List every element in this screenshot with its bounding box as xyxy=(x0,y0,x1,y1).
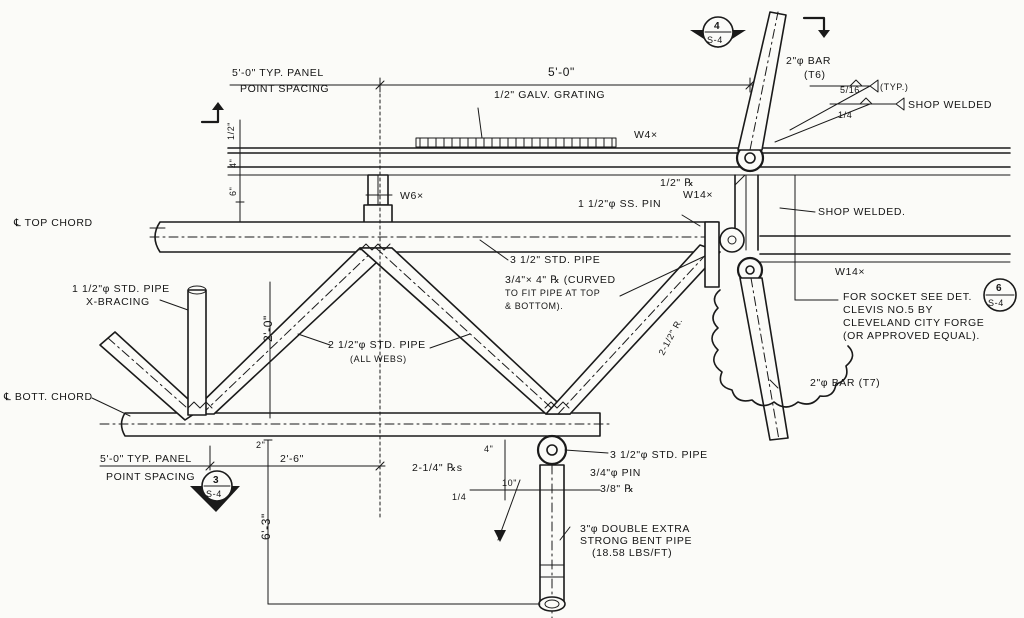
label-plate-38: 3/8" ℞ xyxy=(600,483,634,495)
revision-cloud xyxy=(711,289,854,408)
bent-pipe xyxy=(538,464,566,618)
label-plate-curved-3: & BOTTOM). xyxy=(505,301,563,311)
section-arrow xyxy=(494,530,506,542)
label-web-pipe-2: (ALL WEBS) xyxy=(350,354,407,364)
label-socket-4: (OR APPROVED EQUAL). xyxy=(843,330,980,342)
left-dim-6-3 xyxy=(263,439,541,605)
label-xbr-1: 1 1/2"φ STD. PIPE xyxy=(72,283,170,295)
label-bar-t6-2: (T6) xyxy=(804,69,826,81)
label-socket-1: FOR SOCKET SEE DET. xyxy=(843,291,972,303)
label-plates-214: 2-1/4" ℞s xyxy=(412,462,463,474)
label-plate-curved-2: TO FIT PIPE AT TOP xyxy=(505,288,600,298)
grating-leader xyxy=(477,107,483,139)
label-dim-10: 10" xyxy=(502,478,517,488)
label-dim-2-6: 2'-6" xyxy=(280,453,304,465)
label-dim-4-lower: 4" xyxy=(484,444,493,454)
label-w4: W4× xyxy=(634,129,658,141)
top-chord-pipe xyxy=(149,221,736,253)
label-dim-2-half-r: 2-1/2" R. xyxy=(657,316,685,357)
label-half-plate: 1/2" ℞ xyxy=(660,177,694,189)
label-weld-516: 5/16 xyxy=(840,85,860,95)
label-bent-pipe-3: (18.58 LBS/FT) xyxy=(592,547,672,559)
label-top-chord: ℄ TOP CHORD xyxy=(13,217,93,229)
detail-callout-4: 4 S-4 xyxy=(690,16,746,48)
label-web-pipe-1: 2 1/2"φ STD. PIPE xyxy=(328,339,426,351)
bar-t7 xyxy=(739,277,789,441)
bar-t6 xyxy=(737,11,787,151)
detail-callout-6: 6 S-4 xyxy=(983,278,1017,312)
bottom-hanger-plate xyxy=(536,434,568,466)
label-panel-bot-2: POINT SPACING xyxy=(106,471,195,483)
section-cut-left xyxy=(200,102,224,124)
callout-3-number: 3 xyxy=(213,475,219,486)
callout-6-sheet: S-4 xyxy=(988,298,1004,308)
weld-symbol-typ xyxy=(809,79,879,93)
label-grating: 1/2" GALV. GRATING xyxy=(494,89,605,101)
bottom-chord-pipe xyxy=(99,412,611,437)
top-weld-joint xyxy=(359,243,391,251)
label-panel-top: 5'-0" TYP. PANEL xyxy=(232,67,324,79)
label-dim-4: 4" xyxy=(228,159,238,168)
label-socket-2: CLEVIS NO.5 BY xyxy=(843,304,933,316)
callout-4-number: 4 xyxy=(714,21,720,32)
label-weld-14: 1/4 xyxy=(838,110,852,120)
label-bent-pipe-2: STRONG BENT PIPE xyxy=(580,535,692,547)
clevis-pin-middle xyxy=(719,227,745,253)
label-pin-34: 3/4"φ PIN xyxy=(590,467,641,479)
label-w14-bottom: W14× xyxy=(835,266,865,278)
label-bent-pipe-1: 3"φ DOUBLE EXTRA xyxy=(580,523,690,535)
label-plate-curved-1: 3/4"× 4" ℞ (CURVED xyxy=(505,274,616,286)
label-dim-14: 1/4 xyxy=(452,492,466,502)
right-weld-joint xyxy=(544,401,570,409)
top-dimension-line xyxy=(229,77,755,93)
label-shop-welded-2: SHOP WELDED xyxy=(908,99,992,111)
web-member-left xyxy=(189,247,393,415)
label-ss-pin: 1 1/2"φ SS. PIN xyxy=(578,198,661,210)
label-dim-half: 1/2" xyxy=(226,122,236,140)
label-dim-2-0: 2'-0" xyxy=(261,315,275,342)
label-bott-chord: ℄ BOTT. CHORD xyxy=(3,391,93,403)
x-bracing-vertical xyxy=(187,285,207,416)
left-vertical-dims xyxy=(235,119,245,233)
label-xbr-2: X-BRACING xyxy=(86,296,150,308)
label-dim-5-0: 5'-0" xyxy=(548,65,575,79)
x-bracing-diagonal xyxy=(99,331,201,421)
left-weld-joint xyxy=(187,401,213,409)
label-w14-top: W14× xyxy=(683,189,713,201)
section-cut-right xyxy=(802,16,830,38)
label-w6: W6× xyxy=(400,190,424,202)
label-dim-2: 2" xyxy=(256,440,265,450)
label-std-pipe-bot: 3 1/2"φ STD. PIPE xyxy=(610,449,708,461)
label-socket-3: CLEVELAND CITY FORGE xyxy=(843,317,984,329)
weld-symbol-shop xyxy=(829,97,905,111)
web-member-right xyxy=(359,247,571,415)
label-panel-bot: 5'-0" TYP. PANEL xyxy=(100,453,192,465)
web-member-right-upper xyxy=(545,244,721,415)
grating-hatch xyxy=(415,137,617,148)
label-shop-welded-1: SHOP WELDED. xyxy=(818,206,906,218)
label-dim-6: 6" xyxy=(228,187,238,196)
callout-4-sheet: S-4 xyxy=(707,35,723,45)
leader-lines xyxy=(91,85,871,541)
callout-3-sheet: S-4 xyxy=(206,489,222,499)
detail-callout-3: 3 S-4 xyxy=(190,470,240,512)
label-std-pipe-top: 3 1/2" STD. PIPE xyxy=(510,254,600,266)
label-dim-6-3: 6'-3" xyxy=(259,513,273,540)
label-bar-t7: 2"φ BAR (T7) xyxy=(810,377,880,389)
end-plate xyxy=(704,221,720,288)
w14-beam-right xyxy=(759,235,1011,263)
label-bar-t6-1: 2"φ BAR xyxy=(786,55,831,67)
callout-6-number: 6 xyxy=(996,283,1002,294)
w6-hanger xyxy=(363,174,393,228)
bottom-dim xyxy=(99,445,386,471)
label-panel-top-2: POINT SPACING xyxy=(240,83,329,95)
w4-beam xyxy=(227,147,1011,176)
label-typ: (TYP.) xyxy=(880,82,908,92)
